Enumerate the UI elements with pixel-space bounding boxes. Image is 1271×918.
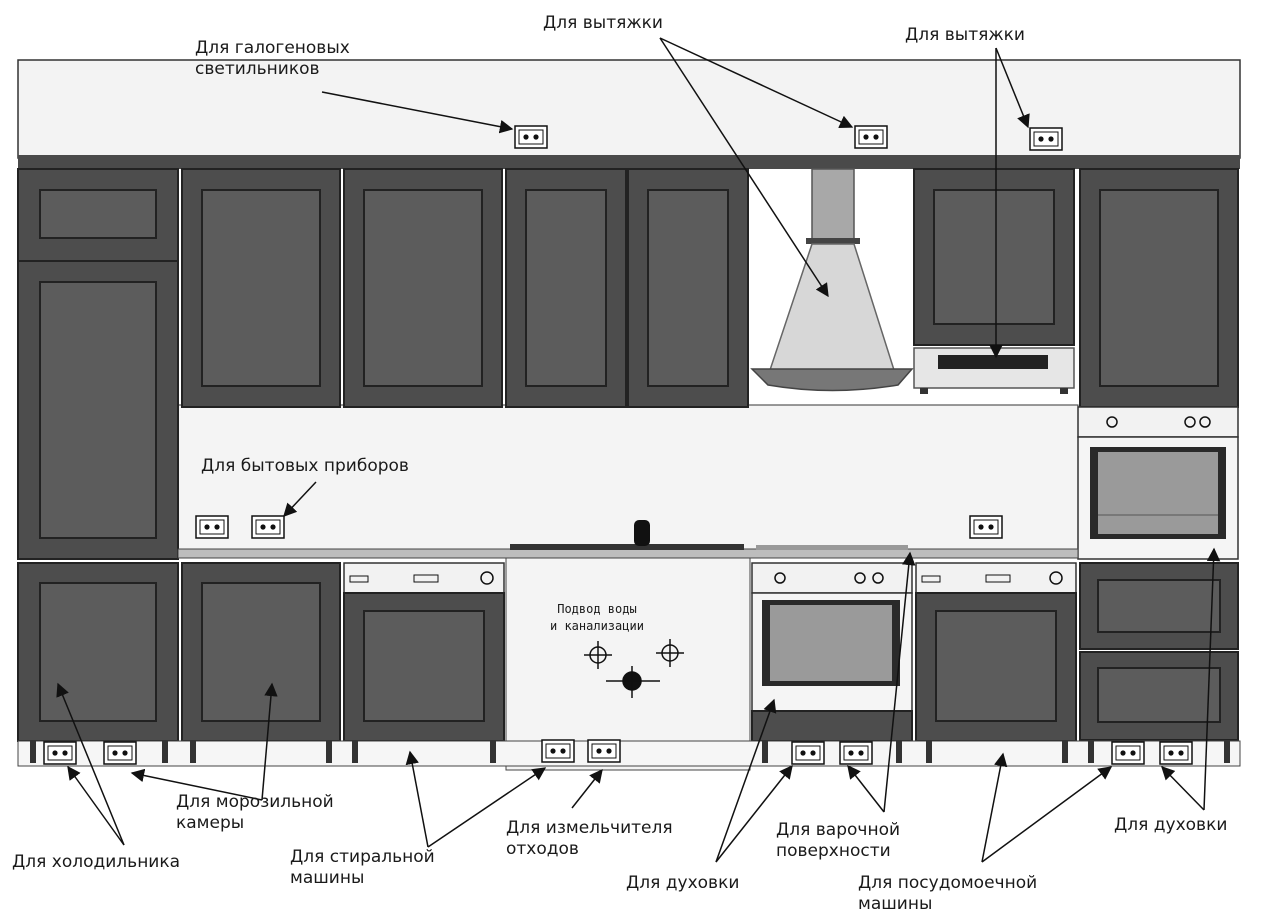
plinth: [17, 740, 1241, 767]
label-hood-2: Для вытяжки: [905, 25, 1025, 46]
label-line: Для бытовых приборов: [201, 456, 409, 476]
power-socket-icon: [103, 741, 137, 765]
power-socket-icon: [587, 739, 621, 763]
label-line: поверхности: [776, 841, 891, 861]
label-line: Для галогеновых: [195, 38, 350, 58]
power-socket-icon: [839, 741, 873, 765]
upper-cabinets: [181, 168, 1239, 408]
backsplash-wall: [177, 404, 1079, 551]
countertop: [177, 548, 1079, 559]
sockets: [43, 125, 1193, 765]
cabinet-legs: [30, 741, 1230, 763]
plumbing-note-line: Подвод воды: [557, 602, 637, 616]
power-socket-icon: [251, 515, 285, 539]
power-socket-icon: [541, 739, 575, 763]
label-line: Для вытяжки: [543, 13, 663, 33]
power-socket-icon: [514, 125, 548, 149]
power-socket-icon: [1029, 127, 1063, 151]
label-line: Для духовки: [626, 873, 740, 893]
leader-arrows: [56, 37, 1221, 863]
plumbing-outlets: [584, 639, 684, 698]
label-line: Для измельчителя: [506, 818, 673, 838]
label-line: светильников: [195, 59, 320, 79]
label-halogen-lights: Для галогеновых светильников: [195, 38, 350, 80]
label-line: отходов: [506, 839, 579, 859]
label-line: Для вытяжки: [905, 25, 1025, 45]
plumbing-note: Подвод воды и канализации: [550, 601, 644, 635]
power-socket-icon: [854, 125, 888, 149]
label-line: Для холодильника: [12, 852, 181, 872]
label-appliances: Для бытовых приборов: [201, 456, 409, 477]
ceiling-cornice: [18, 155, 1240, 169]
label-oven-right: Для духовки: [1114, 815, 1227, 836]
power-socket-icon: [195, 515, 229, 539]
label-hood-1: Для вытяжки: [543, 13, 663, 34]
label-line: Для морозильной: [176, 792, 334, 812]
label-hob: Для варочной поверхности: [776, 820, 900, 862]
label-line: машины: [858, 894, 933, 914]
label-line: Для стиральной: [290, 847, 435, 867]
label-disposer: Для измельчителя отходов: [506, 818, 673, 860]
power-socket-icon: [1111, 741, 1145, 765]
label-fridge: Для холодильника: [12, 852, 180, 873]
plumbing-note-line: и канализации: [550, 619, 644, 633]
right-oven: [1077, 406, 1239, 560]
label-dishwasher: Для посудомоечной машины: [858, 873, 1037, 915]
power-socket-icon: [969, 515, 1003, 539]
builtin-hood: [913, 347, 1075, 394]
power-socket-icon: [791, 741, 825, 765]
label-line: Для варочной: [776, 820, 901, 840]
lower-cabinets: [181, 557, 1077, 771]
label-freezer: Для морозильной камеры: [176, 792, 334, 834]
power-socket-icon: [1159, 741, 1193, 765]
label-line: Для духовки: [1114, 815, 1228, 835]
label-line: машины: [290, 868, 365, 888]
right-lower-drawers: [1079, 562, 1239, 741]
label-washer: Для стиральной машины: [290, 847, 435, 889]
tall-column-fridge: [17, 168, 179, 742]
cooktop: [510, 520, 908, 550]
label-line: камеры: [176, 813, 245, 833]
power-socket-icon: [43, 741, 77, 765]
chimney-hood: [750, 168, 914, 392]
label-oven-bottom: Для духовки: [626, 873, 739, 894]
label-line: Для посудомоечной: [858, 873, 1038, 893]
